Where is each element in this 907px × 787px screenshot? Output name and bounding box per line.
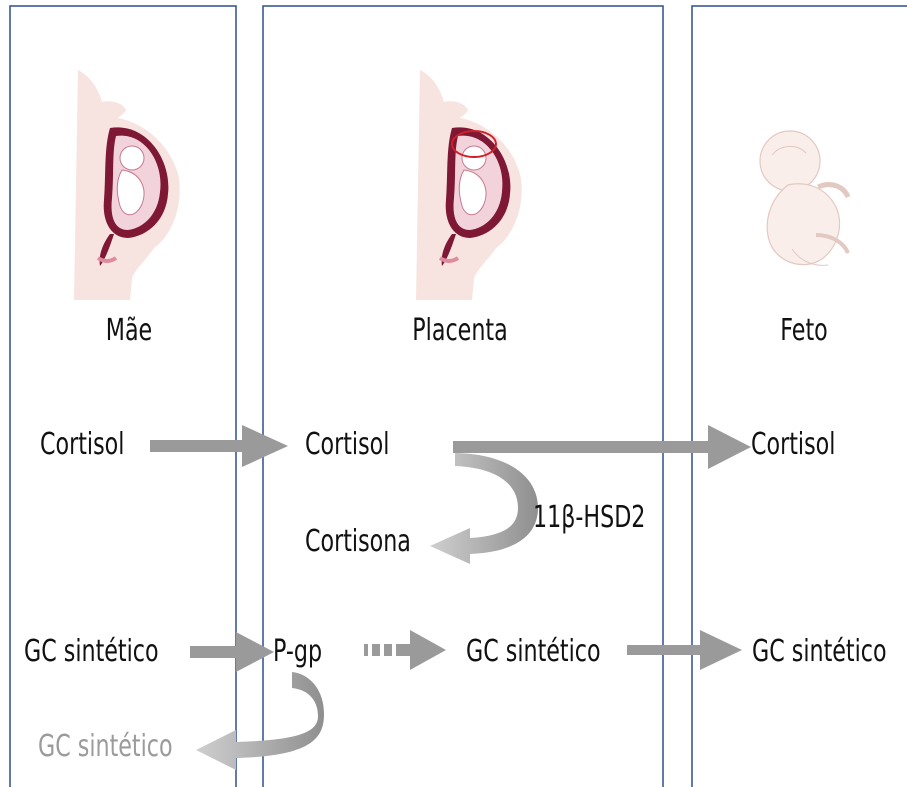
- label-cortisol-mae: Cortisol: [40, 430, 124, 460]
- label-cortisol-feto: Cortisol: [751, 430, 835, 460]
- arrow-pgp-to-placenta-dashed: [364, 630, 446, 670]
- label-gc-efflux: GC sintético: [38, 732, 173, 762]
- label-cortisona: Cortisona: [305, 527, 411, 557]
- pregnant-woman-placenta-icon: [416, 70, 522, 300]
- arrow-pgp-efflux: [196, 672, 324, 770]
- label-enzyme: 11β-HSD2: [533, 503, 645, 533]
- label-cortisol-placenta: Cortisol: [305, 430, 389, 460]
- arrow-cortisol-to-cortisona: [430, 453, 538, 564]
- arrow-mae-to-placenta-cortisol: [150, 425, 288, 467]
- label-gc-feto: GC sintético: [752, 637, 887, 667]
- column-header-placenta: Placenta: [412, 316, 507, 346]
- fetus-icon: [760, 131, 848, 265]
- column-header-feto: Feto: [780, 316, 828, 346]
- column-header-mae: Mãe: [106, 316, 152, 346]
- pregnant-woman-icon: [74, 70, 180, 300]
- label-gc-mae: GC sintético: [24, 637, 159, 667]
- panel-feto: [692, 6, 907, 787]
- label-gc-placenta: GC sintético: [466, 637, 601, 667]
- label-pgp: P-gp: [273, 637, 322, 667]
- arrow-mae-to-pgp: [190, 632, 274, 672]
- arrow-placenta-to-feto-gc: [627, 630, 742, 670]
